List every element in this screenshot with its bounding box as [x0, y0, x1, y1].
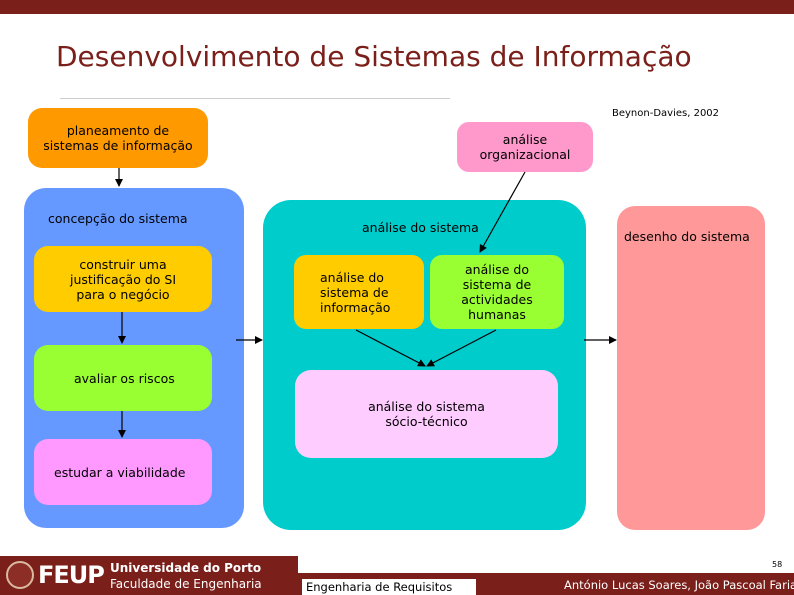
estudar-viabilidade-box: estudar a viabilidade [34, 439, 212, 505]
construir-line-1: construir uma [79, 256, 167, 272]
avaliar-label: avaliar os riscos [74, 371, 175, 386]
construir-line-3: para o negócio [76, 286, 170, 302]
analise-sociotecnico-box: análise do sistema sócio-técnico [295, 370, 558, 458]
info-line-2: sistema de [320, 284, 389, 300]
humanas-line-2: sistema de [462, 277, 532, 292]
university-name: Universidade do Porto [110, 561, 262, 575]
university-seal-icon [6, 561, 34, 589]
feup-logo: FEUP [38, 561, 105, 589]
desenho-panel [617, 206, 765, 530]
course-name: Engenharia de Requisitos [302, 579, 476, 595]
faculty-name: Faculdade de Engenharia [110, 577, 262, 591]
title-divider [60, 98, 450, 99]
estudar-label: estudar a viabilidade [54, 465, 186, 480]
avaliar-riscos-box: avaliar os riscos [34, 345, 212, 411]
humanas-line-1: análise do [465, 262, 529, 277]
analise-informacao-box: análise do sistema de informação [294, 255, 424, 329]
planeamento-line-2: sistemas de informação [43, 138, 193, 153]
analise-org-line-2: organizacional [479, 147, 571, 162]
humanas-line-4: humanas [468, 307, 526, 322]
arrow-organizacional-to-analise [479, 171, 526, 253]
arrow-humanas-to-sociotecnico [426, 329, 497, 367]
info-line-3: informação [320, 299, 391, 315]
desenho-label: desenho do sistema [624, 229, 750, 244]
construir-justificacao-box: construir uma justificação do SI para o … [34, 246, 212, 312]
slide-title: Desenvolvimento de Sistemas de Informaçã… [56, 40, 692, 73]
top-bar [0, 0, 794, 14]
page-number: 58 [772, 560, 783, 569]
sociotec-line-2: sócio-técnico [385, 414, 468, 429]
arrow-informacao-to-sociotecnico [355, 329, 426, 367]
concepcao-label: concepção do sistema [48, 211, 188, 226]
authors: António Lucas Soares, João Pascoal Faria [564, 578, 794, 592]
footer-brand-bar [0, 556, 298, 595]
info-line-1: análise do [320, 269, 384, 285]
planeamento-box: planeamento de sistemas de informação [28, 108, 208, 168]
analise-organizacional-box: análise organizacional [457, 122, 593, 172]
planeamento-line-1: planeamento de [66, 123, 170, 138]
humanas-line-3: actividades [461, 292, 533, 307]
analise-org-line-1: análise [502, 132, 548, 147]
citation: Beynon-Davies, 2002 [612, 108, 720, 119]
analise-actividades-humanas-box: análise do sistema de actividades humana… [430, 255, 564, 329]
construir-line-2: justificação do SI [69, 271, 177, 287]
sociotec-line-1: análise do sistema [368, 399, 485, 414]
analise-sistema-label: análise do sistema [362, 220, 479, 235]
